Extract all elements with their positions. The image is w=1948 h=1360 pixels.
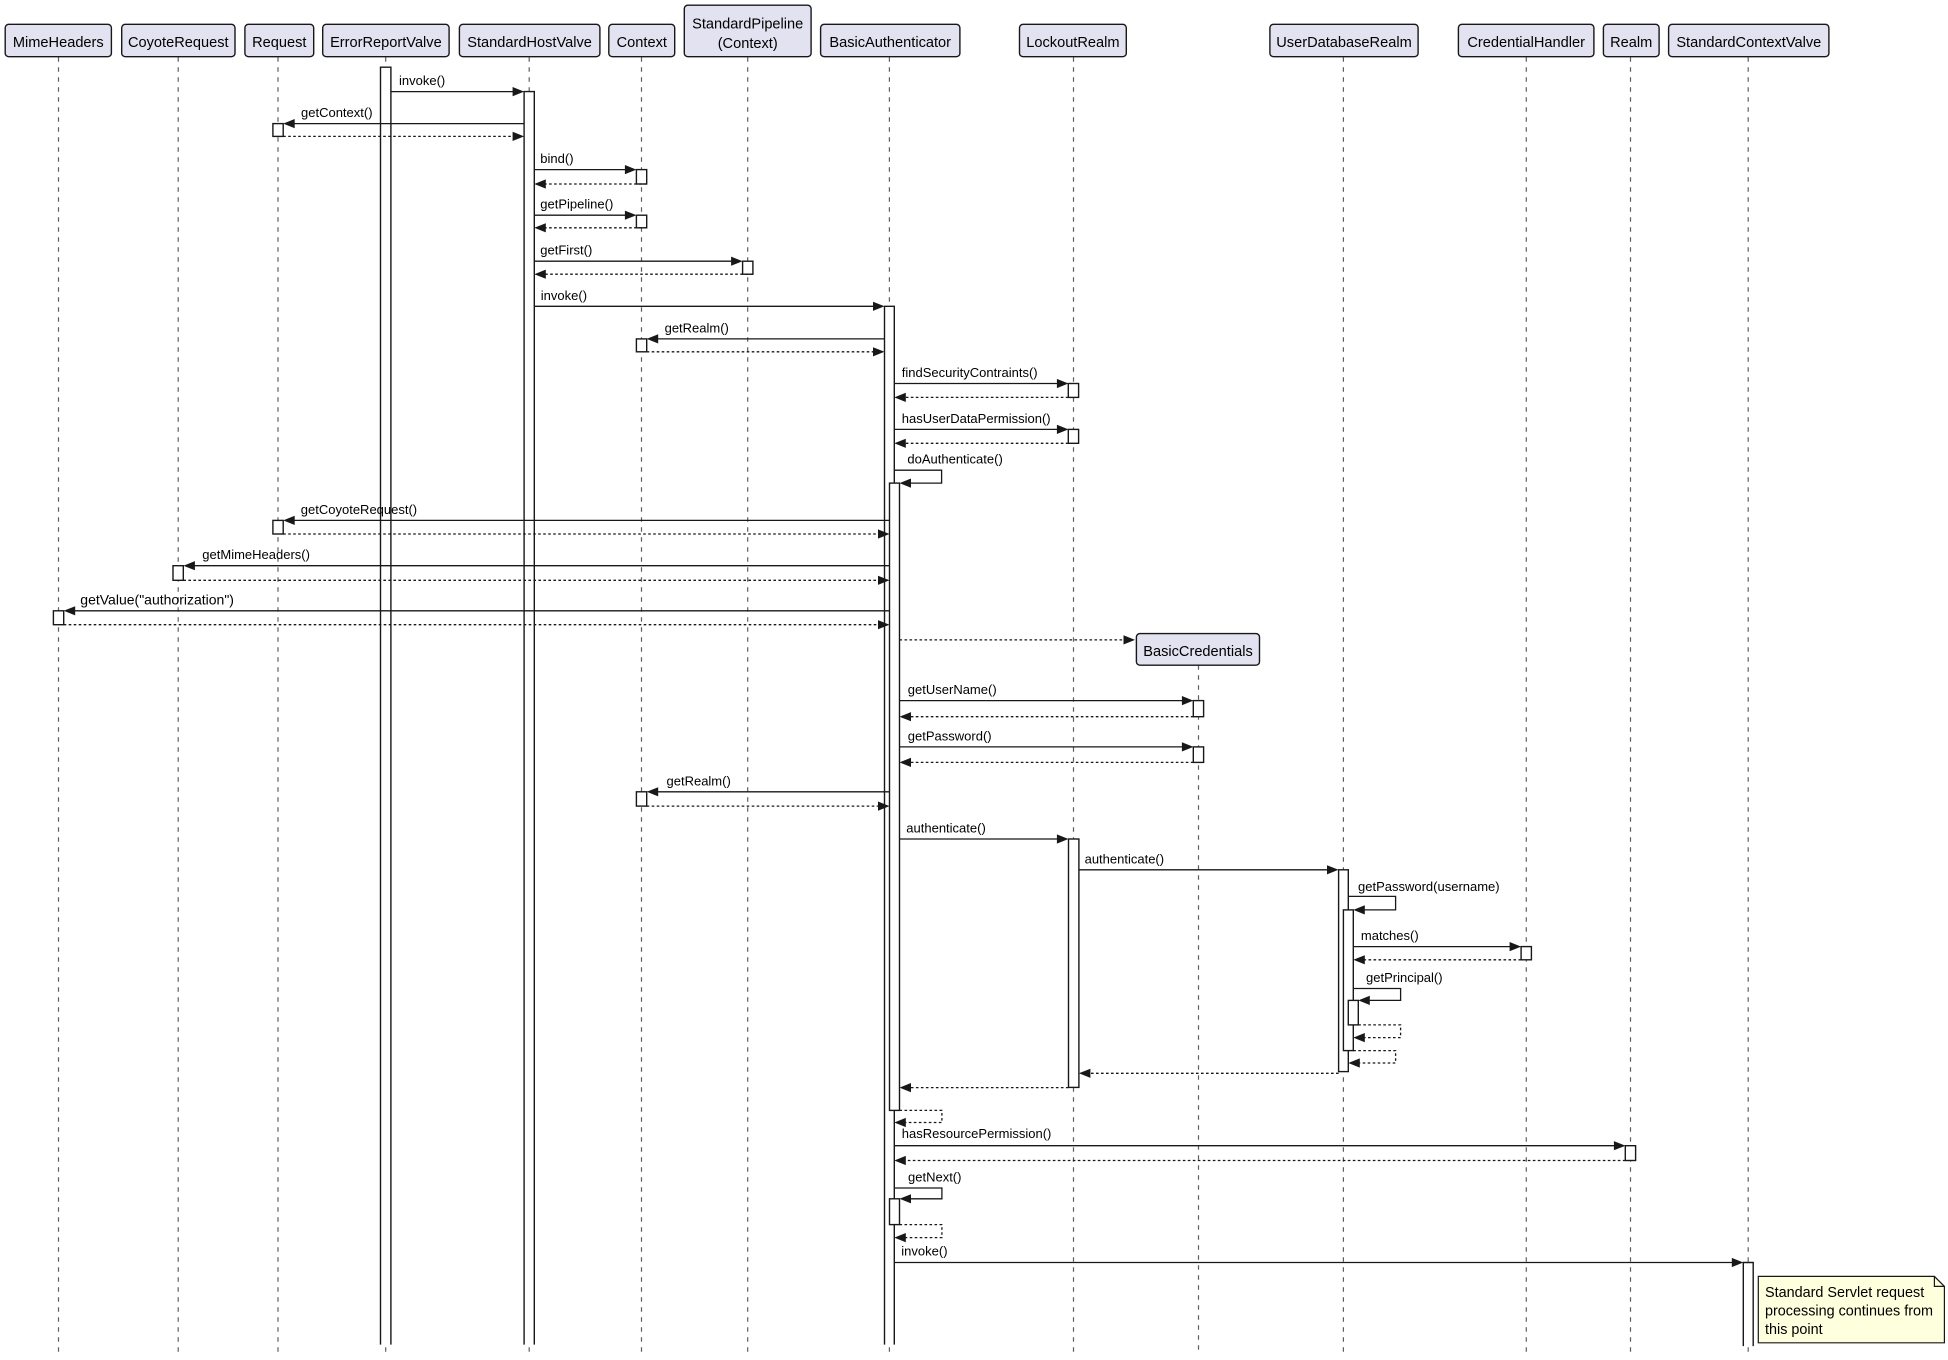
svg-text:ErrorReportValve: ErrorReportValve (330, 35, 442, 51)
svg-text:invoke(): invoke() (399, 73, 445, 88)
svg-text:hasUserDataPermission(): hasUserDataPermission() (902, 411, 1051, 426)
svg-text:doAuthenticate(): doAuthenticate() (907, 452, 1002, 467)
svg-text:getContext(): getContext() (301, 105, 373, 120)
svg-text:processing continues from: processing continues from (1765, 1304, 1933, 1320)
svg-text:(Context): (Context) (718, 36, 778, 52)
svg-text:this point: this point (1765, 1322, 1823, 1338)
svg-text:getCoyoteRequest(): getCoyoteRequest() (301, 502, 417, 517)
svg-text:getPrincipal(): getPrincipal() (1366, 970, 1443, 985)
svg-text:getPipeline(): getPipeline() (540, 197, 613, 212)
svg-text:StandardPipeline: StandardPipeline (692, 17, 803, 33)
svg-text:getPassword(username): getPassword(username) (1358, 879, 1500, 894)
svg-text:hasResourcePermission(): hasResourcePermission() (902, 1126, 1052, 1141)
svg-text:BasicCredentials: BasicCredentials (1143, 644, 1253, 660)
svg-text:UserDatabaseRealm: UserDatabaseRealm (1276, 35, 1411, 51)
svg-text:LockoutRealm: LockoutRealm (1026, 35, 1119, 51)
svg-text:Realm: Realm (1610, 35, 1652, 51)
svg-text:invoke(): invoke() (901, 1244, 947, 1259)
svg-text:getValue("authorization"): getValue("authorization") (80, 591, 234, 607)
svg-text:bind(): bind() (540, 151, 573, 166)
svg-text:CredentialHandler: CredentialHandler (1467, 35, 1585, 51)
svg-text:BasicAuthenticator: BasicAuthenticator (829, 35, 951, 51)
svg-text:getNext(): getNext() (908, 1170, 961, 1185)
svg-text:matches(): matches() (1361, 928, 1419, 943)
svg-text:Context: Context (617, 35, 667, 51)
svg-text:getFirst(): getFirst() (540, 243, 592, 258)
svg-text:Request: Request (252, 35, 306, 51)
svg-text:findSecurityContraints(): findSecurityContraints() (902, 365, 1038, 380)
svg-text:getRealm(): getRealm() (665, 320, 729, 335)
svg-text:Standard Servlet request: Standard Servlet request (1765, 1285, 1924, 1301)
svg-text:StandardContextValve: StandardContextValve (1676, 35, 1821, 51)
svg-text:getPassword(): getPassword() (908, 728, 992, 743)
svg-text:MimeHeaders: MimeHeaders (13, 35, 104, 51)
svg-text:authenticate(): authenticate() (906, 821, 986, 836)
svg-text:getUserName(): getUserName() (908, 682, 997, 697)
svg-text:authenticate(): authenticate() (1085, 851, 1165, 866)
svg-text:CoyoteRequest: CoyoteRequest (128, 35, 229, 51)
svg-text:getMimeHeaders(): getMimeHeaders() (202, 547, 310, 562)
svg-text:invoke(): invoke() (541, 288, 587, 303)
svg-text:StandardHostValve: StandardHostValve (467, 35, 592, 51)
svg-text:getRealm(): getRealm() (667, 773, 731, 788)
